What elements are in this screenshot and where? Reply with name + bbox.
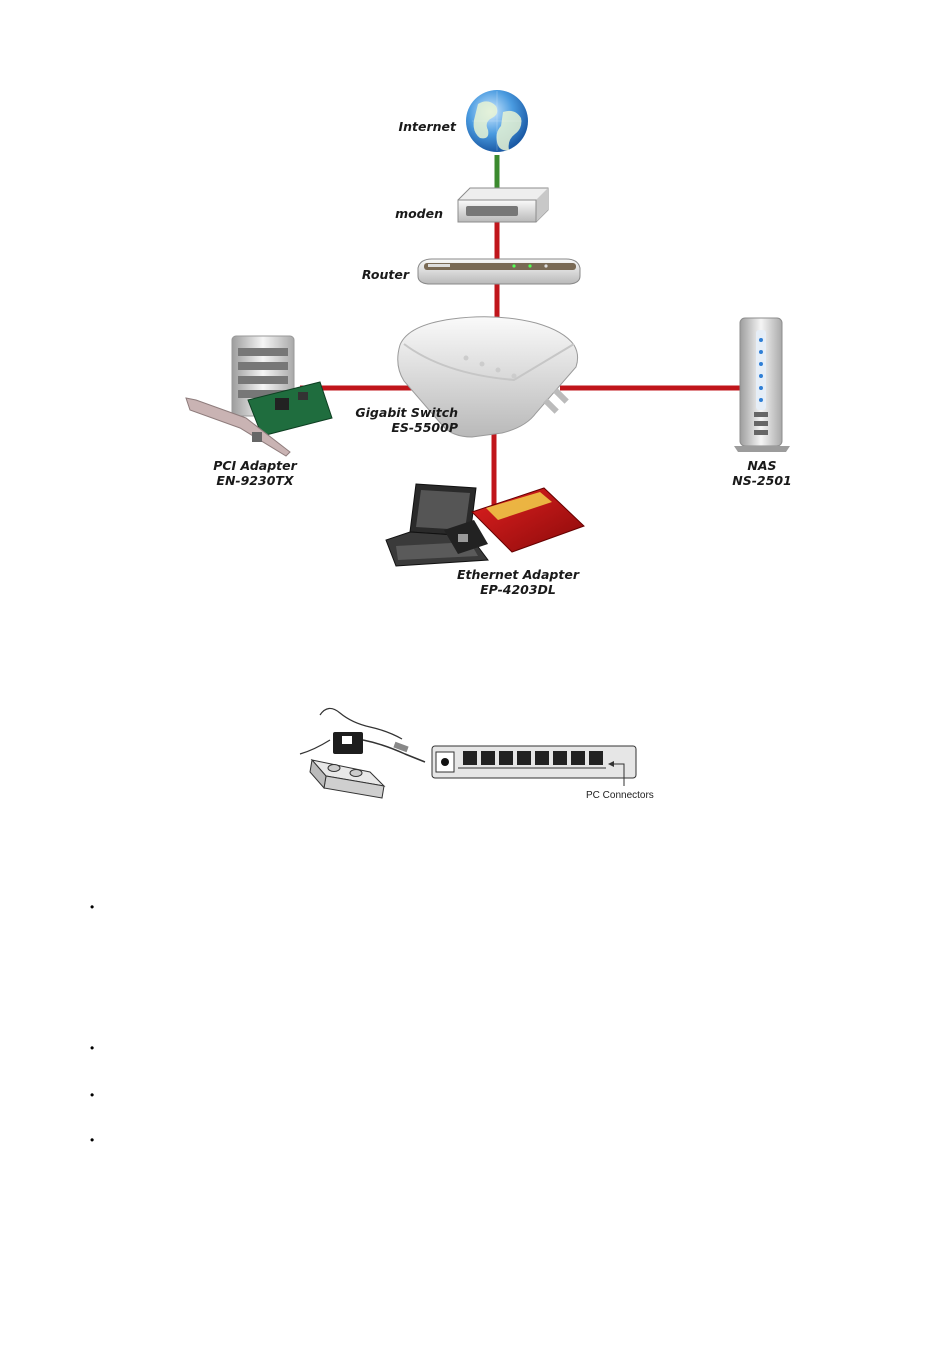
power-adapter-icon: [300, 708, 425, 762]
pci-model-label: EN-9230TX: [216, 473, 295, 488]
ethernet-name-label: Ethernet Adapter: [457, 567, 580, 582]
network-diagram: Internet moden Router Gigabit Switch ES-…: [0, 0, 950, 640]
pci-adapter-icon: [186, 336, 332, 456]
ethernet-model-label: EP-4203DL: [480, 582, 556, 597]
nas-icon: [734, 318, 790, 452]
router-label: Router: [362, 267, 410, 282]
power-strip-icon: [310, 760, 384, 798]
nas-name-label: NAS: [747, 458, 776, 473]
bullet-2: •: [90, 1044, 98, 1052]
router-icon: [418, 259, 580, 284]
pci-name-label: PCI Adapter: [213, 458, 297, 473]
bullet-4: •: [90, 1136, 98, 1144]
pc-connectors-label: PC Connectors: [586, 790, 654, 801]
switch-model-label: ES-5500P: [391, 420, 458, 435]
internet-label: Internet: [398, 119, 457, 134]
bullet-1: •: [90, 903, 98, 911]
switch-name-label: Gigabit Switch: [355, 405, 458, 420]
globe-icon: [466, 90, 528, 152]
bullet-3: •: [90, 1091, 98, 1099]
modem-icon: [458, 188, 548, 222]
modem-label: moden: [395, 206, 443, 221]
ethernet-adapter-icon: [386, 484, 584, 566]
nas-model-label: NS-2501: [732, 473, 791, 488]
power-connection-diagram: PC Connectors: [290, 700, 670, 815]
switch-back-panel: [432, 746, 636, 778]
